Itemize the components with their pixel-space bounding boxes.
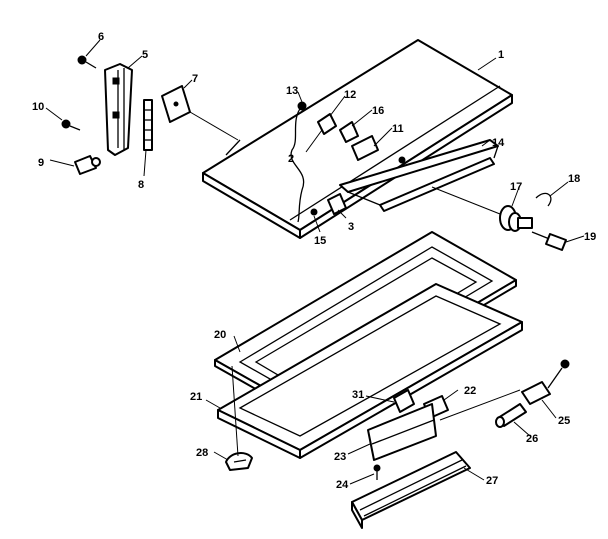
screw-part-24 (373, 464, 381, 480)
screw-part-15 (310, 208, 318, 216)
spring-part-8 (143, 99, 153, 151)
bracket-part-7 (161, 85, 191, 123)
label-part-9: 9 (38, 157, 44, 169)
door-panel-part-1 (202, 39, 513, 239)
label-part-22: 22 (464, 385, 476, 397)
foot-alignment-line (231, 365, 239, 457)
foot-part-28 (225, 452, 253, 471)
label-part-14: 14 (492, 137, 505, 149)
screw-part-6 (77, 55, 97, 69)
part-labels: 1 2 3 5 6 7 8 9 10 11 12 13 14 15 16 17 … (32, 31, 596, 491)
label-part-7: 7 (192, 73, 198, 85)
label-part-18: 18 (568, 173, 580, 185)
label-part-16: 16 (372, 105, 384, 117)
label-part-10: 10 (32, 101, 44, 113)
label-part-11: 11 (392, 123, 404, 135)
screw-part-10 (61, 119, 81, 131)
latch-rail-part-14 (339, 139, 499, 212)
label-part-26: 26 (526, 433, 538, 445)
bottom-trim-part-27 (351, 451, 471, 529)
hinge-alignment-line (189, 111, 239, 141)
hinge-pin-part-25 (521, 359, 570, 405)
pin-part-26 (495, 403, 527, 428)
label-part-1: 1 (498, 49, 504, 61)
pin-alignment-line (439, 389, 521, 421)
leader-lines (45, 39, 585, 485)
label-part-28: 28 (196, 447, 208, 459)
label-part-23: 23 (334, 451, 346, 463)
label-part-2: 2 (288, 153, 294, 165)
key-part-19 (531, 231, 567, 251)
label-part-25: 25 (558, 415, 570, 427)
bushing-part-9 (74, 155, 101, 175)
label-part-21: 21 (190, 391, 202, 403)
bracket-part-23 (367, 403, 437, 461)
label-part-5: 5 (142, 49, 148, 61)
latch-part-11 (351, 135, 379, 161)
label-part-3: 3 (348, 221, 354, 233)
label-part-12: 12 (344, 89, 356, 101)
label-part-27: 27 (486, 475, 498, 487)
hinge-part-5 (104, 63, 133, 156)
clip-part-18 (535, 192, 552, 207)
label-part-19: 19 (584, 231, 596, 243)
label-part-24: 24 (336, 479, 349, 491)
bracket-part-31 (393, 389, 415, 413)
lock-cylinder-part-17 (499, 205, 533, 232)
label-part-31: 31 (352, 389, 364, 401)
inner-frame-part-21 (217, 283, 523, 459)
label-part-20: 20 (214, 329, 226, 341)
label-part-6: 6 (98, 31, 104, 43)
label-part-15: 15 (314, 235, 326, 247)
label-part-13: 13 (286, 85, 298, 97)
label-part-8: 8 (138, 179, 144, 191)
label-part-17: 17 (510, 181, 522, 193)
wire-path (290, 105, 305, 223)
cam-part-3 (327, 193, 347, 215)
latch-part-16 (339, 121, 359, 143)
lock-alignment-line (431, 186, 501, 215)
